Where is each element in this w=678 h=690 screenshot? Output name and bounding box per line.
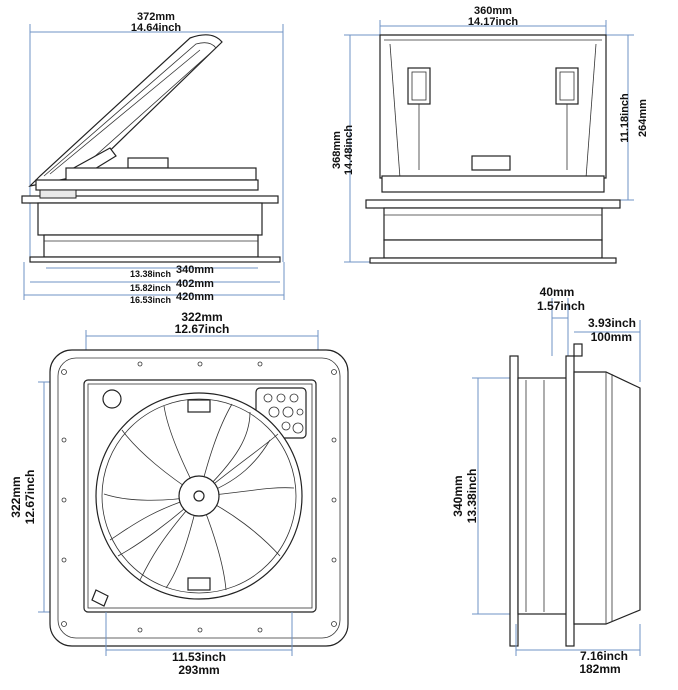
- side-dim1-inch: 13.38inch: [130, 269, 171, 279]
- profile-depth-mm: 100mm: [591, 330, 632, 344]
- plan-left-inch: 12.67inch: [23, 470, 37, 525]
- hinge-right: [555, 67, 579, 170]
- front-left-inch: 14.48inch: [343, 125, 355, 175]
- profile-flange-inch: 1.57inch: [537, 299, 585, 313]
- housing-top: [65, 167, 257, 181]
- side-top-mm: 372mm: [137, 11, 175, 23]
- front-right-mm: 264mm: [637, 99, 649, 137]
- side-dim2-mm: 402mm: [176, 278, 214, 290]
- profile-bottom-inch: 7.16inch: [580, 649, 628, 663]
- front-left-mm: 368mm: [331, 131, 343, 169]
- plan-view: 322mm 12.67inch 322mm 12.67inch: [9, 310, 349, 677]
- plan-top-inch: 12.67inch: [175, 322, 230, 336]
- front-right-inch: 11.18inch: [619, 93, 631, 143]
- profile-flange-mm: 40mm: [540, 285, 575, 299]
- profile-height-mm: 340mm: [451, 475, 465, 516]
- side-top-inch: 14.64inch: [131, 22, 181, 34]
- profile-bottom-mm: 182mm: [579, 662, 620, 676]
- profile-height-inch: 13.38inch: [465, 469, 479, 524]
- plan-top-mm: 322mm: [181, 310, 222, 324]
- front-top-inch: 14.17inch: [468, 16, 518, 28]
- plan-bottom-inch: 11.53inch: [172, 650, 226, 664]
- side-dim3-mm: 420mm: [176, 291, 214, 303]
- hinge-left: [407, 67, 431, 170]
- plan-bottom-mm: 293mm: [178, 663, 219, 677]
- plan-left-mm: 322mm: [9, 476, 23, 517]
- side-dim2-inch: 15.82inch: [130, 283, 171, 293]
- front-view: 360mm 14.17inch 368mm 14.48inch 11.18inc…: [331, 5, 649, 264]
- profile-depth-inch: 3.93inch: [588, 316, 636, 330]
- open-lid: [28, 34, 223, 187]
- side-dim1-mm: 340mm: [176, 264, 214, 276]
- profile-view: 40mm 1.57inch 3.93inch 100mm 340mm 13.38…: [451, 285, 641, 676]
- side-dim3-inch: 16.53inch: [130, 295, 171, 305]
- side-open-view: 372mm 14.64inch 13.38inch 340mm 15.82inc…: [21, 11, 285, 305]
- front-top-mm: 360mm: [474, 5, 512, 17]
